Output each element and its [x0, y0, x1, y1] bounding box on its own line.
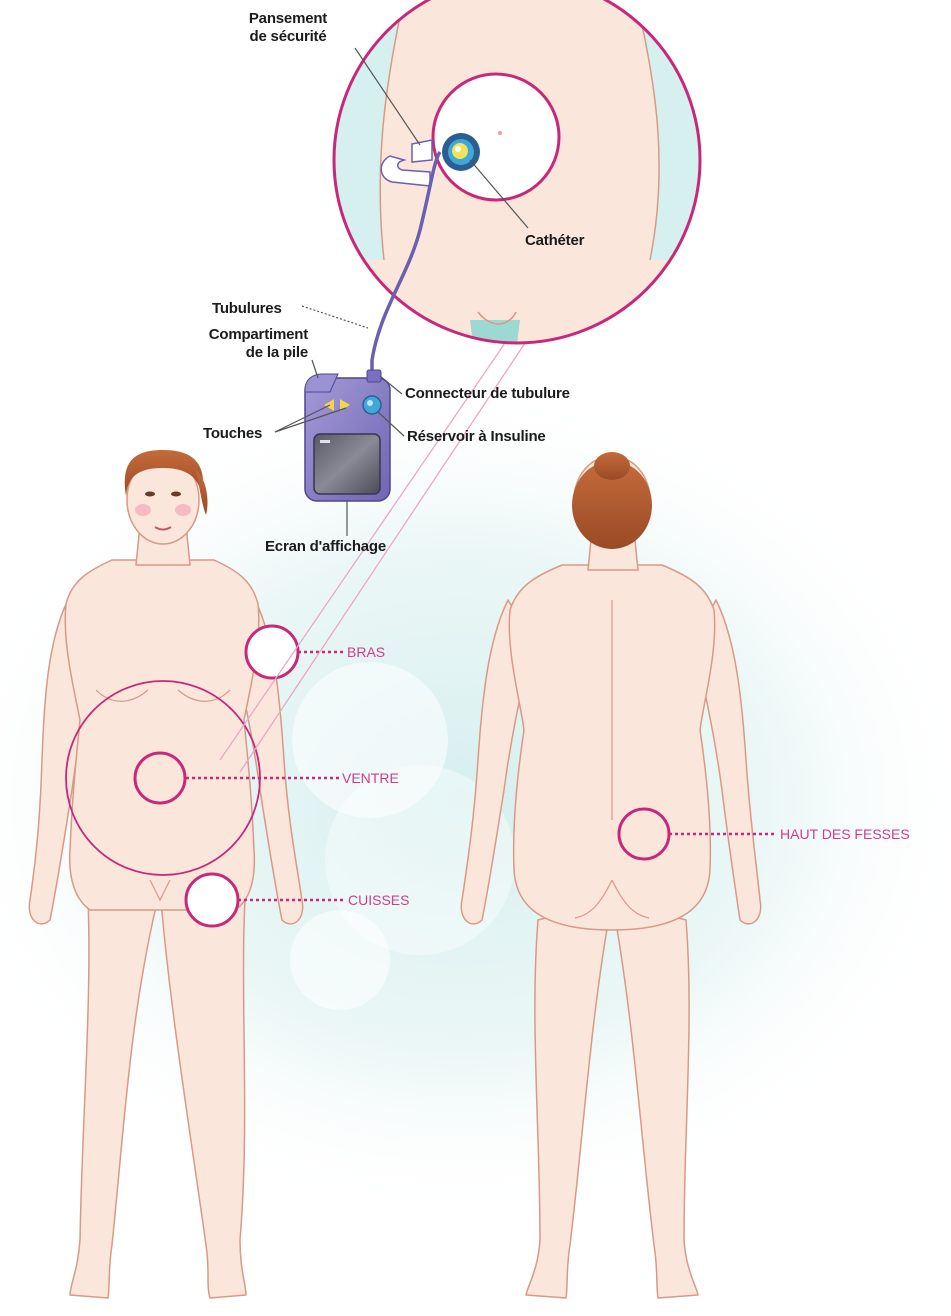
site-circle-fesses — [619, 809, 669, 859]
site-label-bras: BRAS — [347, 644, 385, 660]
site-circle-bras — [246, 626, 298, 678]
label-pansement-line1: Pansement — [232, 10, 344, 28]
bubble — [290, 910, 390, 1010]
label-compartiment-line1: Compartiment — [160, 326, 308, 344]
label-compartiment: Compartiment de la pile — [160, 326, 308, 362]
site-label-ventre: VENTRE — [342, 770, 399, 786]
label-pansement-line2: de sécurité — [232, 28, 344, 46]
label-compartiment-line2: de la pile — [160, 344, 308, 362]
site-label-cuisses: CUISSES — [348, 892, 409, 908]
label-connecteur: Connecteur de tubulure — [405, 385, 570, 403]
label-touches: Touches — [203, 425, 262, 443]
site-circle-cuisses — [186, 874, 238, 926]
label-catheter: Cathéter — [525, 232, 584, 250]
site-label-haut-des-fesses: HAUT DES FESSES — [780, 826, 910, 842]
safety-patch-icon — [412, 140, 432, 162]
site-circle-ventre — [135, 753, 185, 803]
label-pansement: Pansement de sécurité — [232, 10, 344, 46]
label-reservoir: Réservoir à Insuline — [407, 428, 546, 446]
label-ecran: Ecran d'affichage — [265, 538, 386, 556]
label-tubulures: Tubulures — [212, 300, 282, 318]
insulin-pump — [305, 370, 390, 501]
